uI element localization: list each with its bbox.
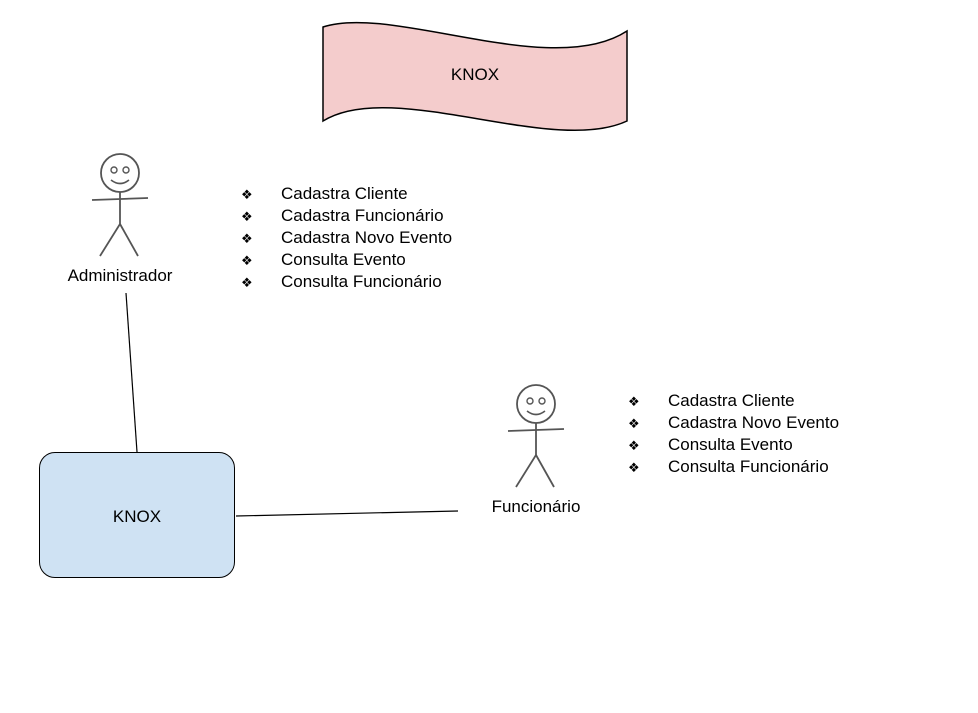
diamond-bullet-icon: ❖ [241, 254, 253, 269]
diamond-bullet-icon: ❖ [628, 395, 640, 410]
actor-label-funcionario: Funcionário [491, 497, 581, 516]
use-case-label: Cadastra Novo Evento [281, 228, 453, 247]
system-box: KNOX [39, 452, 235, 578]
actor-administrador: Administrador [60, 152, 180, 286]
use-case-label: Consulta Funcionário [281, 272, 442, 291]
list-item: ❖ Cadastra Cliente [241, 183, 452, 205]
title-banner: KNOX [322, 18, 628, 138]
list-item: ❖ Consulta Evento [241, 249, 452, 271]
connector-administrador-knox [125, 292, 138, 453]
diamond-bullet-icon: ❖ [241, 188, 253, 203]
diamond-bullet-icon: ❖ [241, 210, 253, 225]
connector-knox-funcionario [235, 510, 459, 517]
banner-shape [322, 21, 628, 132]
actor-funcionario: Funcionário [476, 383, 596, 517]
use-case-label: Consulta Evento [281, 250, 406, 269]
use-case-label: Cadastra Cliente [668, 391, 795, 410]
diamond-bullet-icon: ❖ [241, 232, 253, 247]
banner-title: KNOX [450, 65, 500, 84]
use-case-label: Consulta Funcionário [668, 457, 829, 476]
list-item: ❖ Cadastra Novo Evento [628, 412, 839, 434]
stick-figure-icon [507, 384, 565, 488]
diamond-bullet-icon: ❖ [628, 417, 640, 432]
list-item: ❖ Cadastra Novo Evento [241, 227, 452, 249]
list-item: ❖ Consulta Funcionário [628, 456, 839, 478]
funcionario-use-case-list: ❖Cadastra Cliente ❖Cadastra Novo Evento … [628, 390, 839, 478]
use-case-label: Cadastra Funcionário [281, 206, 444, 225]
list-item: ❖ Consulta Funcionário [241, 271, 452, 293]
use-case-label: Cadastra Novo Evento [668, 413, 840, 432]
stick-figure-icon [91, 153, 149, 257]
system-label: KNOX [112, 507, 162, 526]
actor-label-administrador: Administrador [67, 266, 173, 285]
use-case-label: Cadastra Cliente [281, 184, 408, 203]
diamond-bullet-icon: ❖ [628, 439, 640, 454]
diamond-bullet-icon: ❖ [628, 461, 640, 476]
use-case-label: Consulta Evento [668, 435, 793, 454]
list-item: ❖ Cadastra Funcionário [241, 205, 452, 227]
diamond-bullet-icon: ❖ [241, 276, 253, 291]
administrador-use-case-list: ❖Cadastra Cliente ❖Cadastra Funcionário … [241, 183, 452, 293]
list-item: ❖ Consulta Evento [628, 434, 839, 456]
list-item: ❖ Cadastra Cliente [628, 390, 839, 412]
